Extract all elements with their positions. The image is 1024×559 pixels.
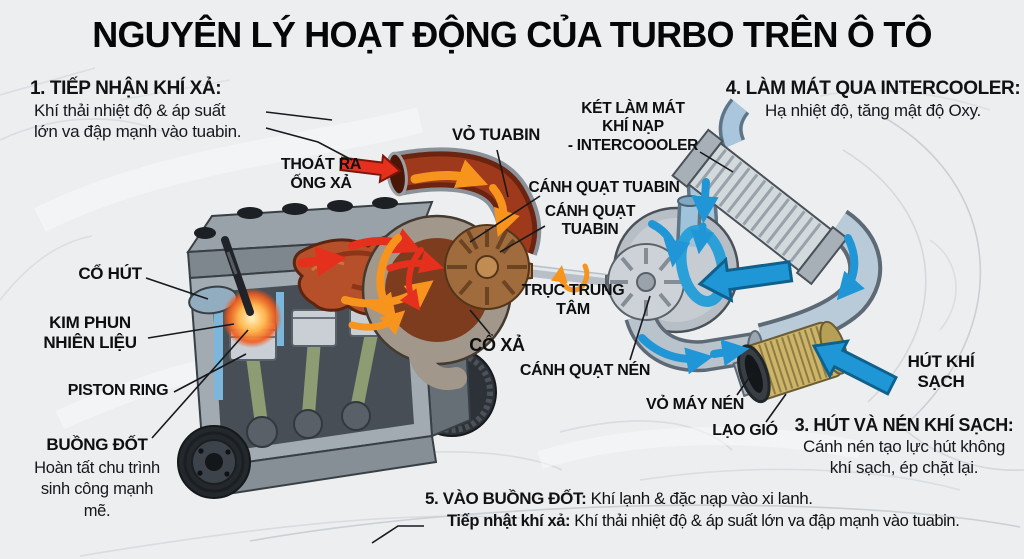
label-center-shaft: TRỤC TRUNG TÂM [521, 282, 625, 318]
label-exhaust-neck: CỔ XẢ [469, 335, 525, 355]
step-4-heading: 4. LÀM MÁT QUA INTERCOOLER: [725, 78, 1021, 99]
label-compressor-housing: VỎ MÁY NÉN [645, 396, 745, 413]
step-4-body: Hạ nhiệt độ, tăng mật độ Oxy. [765, 101, 981, 120]
label-combustion-chamber-note: Hoàn tất chu trình sinh công mạnh mẽ. [34, 459, 160, 520]
step-1-heading: 1. TIẾP NHẬN KHÍ XẢ: [30, 78, 222, 99]
step-1-body: Khí thải nhiệt độ & áp suất lớn va đập m… [34, 101, 242, 142]
label-air-filter: LẠO GIÓ [712, 422, 778, 439]
label-piston-ring: PISTON RING [67, 382, 169, 399]
step-5-block: 5. VÀO BUỒNG ĐỐT: Khí lạnh & đặc nạp vào… [425, 489, 960, 531]
leader-lines [145, 111, 787, 544]
flow-arrows [297, 149, 903, 405]
label-intake-neck: CỔ HÚT [78, 264, 142, 283]
step-1-block: 1. TIẾP NHẬN KHÍ XẢ: Khí thải nhiệt độ &… [30, 78, 242, 143]
label-combustion-chamber: BUỒNG ĐỐT [46, 435, 148, 454]
label-fuel-injector: KIM PHUN NHIÊN LIỆU [43, 313, 137, 353]
exhaust-downpipe [409, 346, 467, 390]
combustion-glow [222, 288, 282, 348]
step-3-body: Cánh nén tạo lực hút không khí sạch, ép … [802, 437, 1006, 478]
intercooler-core [671, 128, 849, 286]
label-exhaust-outlet: THOÁT RA ỐNG XẢ [280, 156, 362, 192]
label-compressor-fan: CÁNH QUẠT NÉN [519, 362, 651, 379]
label-turbine-housing: VỎ TUABIN [451, 126, 541, 144]
step-5-heading: 5. VÀO BUỒNG ĐỐT: [425, 489, 587, 508]
shaft-rotation-arrow [550, 263, 590, 293]
label-clean-air-intake: HÚT KHÍ SẠCH [907, 352, 975, 392]
label-turbine-fan-lower: CÁNH QUẠT TUABIN [544, 203, 636, 239]
step-3-block: 3. HÚT VÀ NÉN KHÍ SẠCH: Cánh nén tạo lực… [774, 415, 1024, 479]
label-intercooler: KÉT LÀM MÁT KHÍ NẠP - INTERCOOOLER [567, 100, 699, 154]
label-turbine-fan-upper: CÁNH QUẠT TUABIN [528, 179, 680, 196]
page-title: NGUYÊN LÝ HOẠT ĐỘNG CỦA TURBO TRÊN Ô TÔ [92, 14, 932, 55]
step-4-block: 4. LÀM MÁT QUA INTERCOOLER: Hạ nhiệt độ,… [713, 78, 1024, 121]
step-3-heading: 3. HÚT VÀ NÉN KHÍ SẠCH: [794, 415, 1014, 435]
step-5-body: Khí lạnh & đặc nạp vào xi lanh. [586, 489, 813, 508]
crankshaft [246, 401, 371, 448]
crank-pulley [177, 425, 251, 499]
coolant-channel [214, 300, 223, 400]
step-5-sub-body: Khí thải nhiệt độ & áp suất lớn va đập m… [570, 512, 960, 530]
step-5-sub-heading: Tiếp nhật khí xả: [447, 512, 571, 530]
